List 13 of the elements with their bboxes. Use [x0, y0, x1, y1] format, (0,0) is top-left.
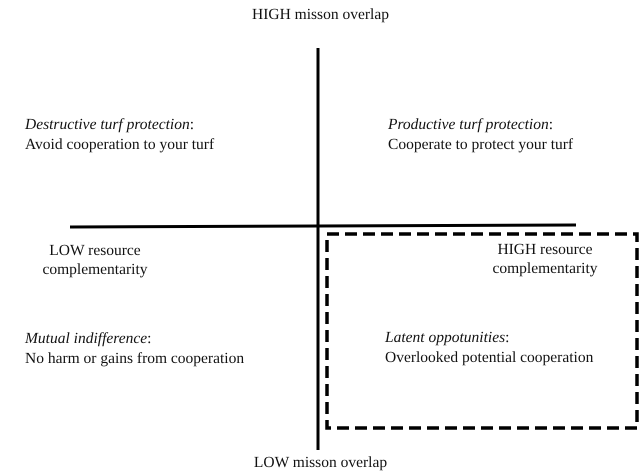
quadrant-text: Avoid cooperation to your turf: [25, 135, 214, 154]
axis-label: HIGH resource complementarity: [491, 240, 599, 278]
quadrant-text: Productive turf protection:: [388, 115, 554, 134]
quadrant-text: Mutual indifference:: [25, 329, 152, 348]
axis-label: LOW resource complementarity: [41, 241, 149, 279]
quadrant-text: Destructive turf protection:: [25, 115, 194, 134]
quadrant-text: No harm or gains from cooperation: [25, 349, 244, 368]
axis-label: LOW misson overlap: [252, 453, 388, 472]
quadrant-text: Overlooked potential cooperation: [385, 348, 594, 367]
quadrant-text: Latent oppotunities:: [385, 328, 510, 347]
axis-label: HIGH misson overlap: [251, 5, 390, 24]
dashed-region: [325, 232, 639, 430]
quadrant-text: Cooperate to protect your turf: [388, 135, 574, 154]
